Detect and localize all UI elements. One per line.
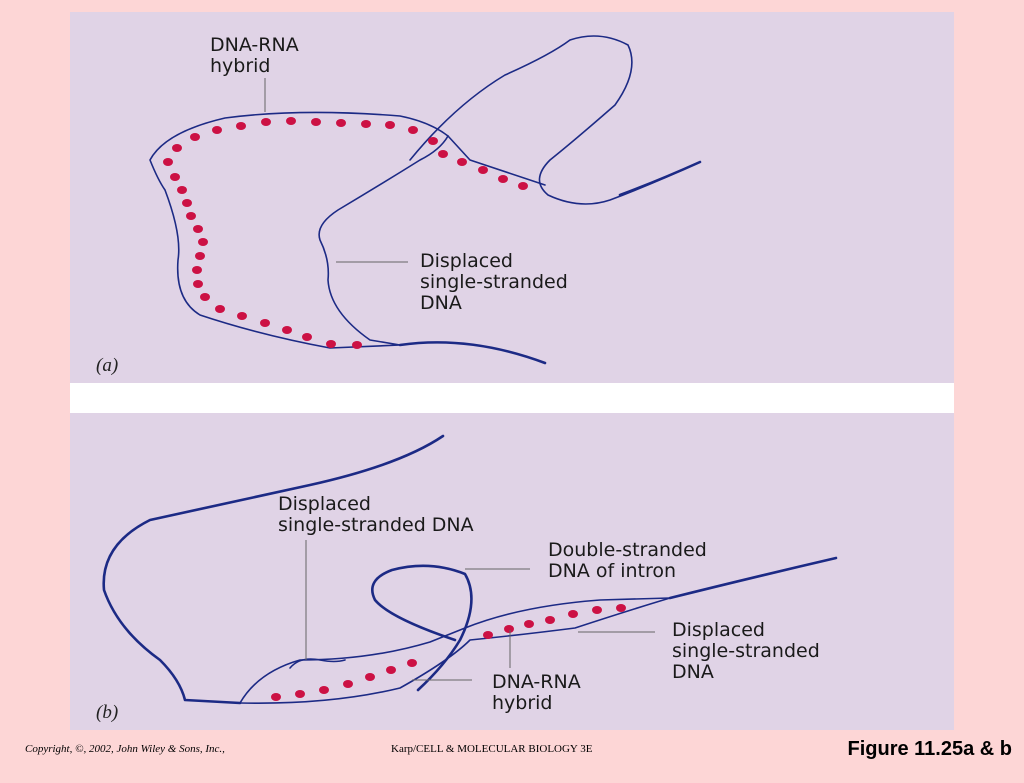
- panel-a-hybrid-label: DNA-RNA hybrid: [210, 34, 299, 77]
- footer-copyright: Copyright, ©, 2002, John Wiley & Sons, I…: [25, 743, 225, 755]
- panel-b-right-tail: [668, 556, 838, 600]
- panel-a-tail-strand: [398, 341, 547, 365]
- panel-b-rna-dots: [271, 604, 626, 701]
- panel-a-displaced-label: Displaced single-stranded DNA: [420, 250, 568, 314]
- panel-b-letter: (b): [96, 702, 119, 723]
- panel-b-displaced-top-label: Displaced single-stranded DNA: [278, 493, 474, 536]
- panel-a-outer-strand: [149, 111, 546, 349]
- panel-a-right-strand: [618, 160, 702, 197]
- figure-title: Figure 11.25a & b: [847, 738, 1012, 760]
- panel-b-lower-strand: [239, 597, 671, 704]
- panel-b-upper-strand: [239, 597, 671, 704]
- panel-b-intron-label: Double-stranded DNA of intron: [548, 539, 707, 582]
- panel-a-upper-strand: [409, 35, 701, 205]
- panel-divider: [70, 383, 954, 413]
- panel-b-bump: [289, 658, 346, 669]
- footer-book-title: Karp/CELL & MOLECULAR BIOLOGY 3E: [391, 743, 593, 755]
- panel-a-letter: (a): [96, 355, 119, 376]
- panel-b-left-strand: [102, 434, 445, 705]
- panel-b-displaced-right-label: Displaced single-stranded DNA: [672, 619, 820, 683]
- panel-b: [70, 413, 954, 730]
- panel-b-intron-loop: [371, 564, 473, 692]
- panel-b-hybrid-label: DNA-RNA hybrid: [492, 671, 581, 714]
- panel-a-rna-dots: [163, 117, 528, 349]
- panel-a-inner-strand: [318, 135, 449, 346]
